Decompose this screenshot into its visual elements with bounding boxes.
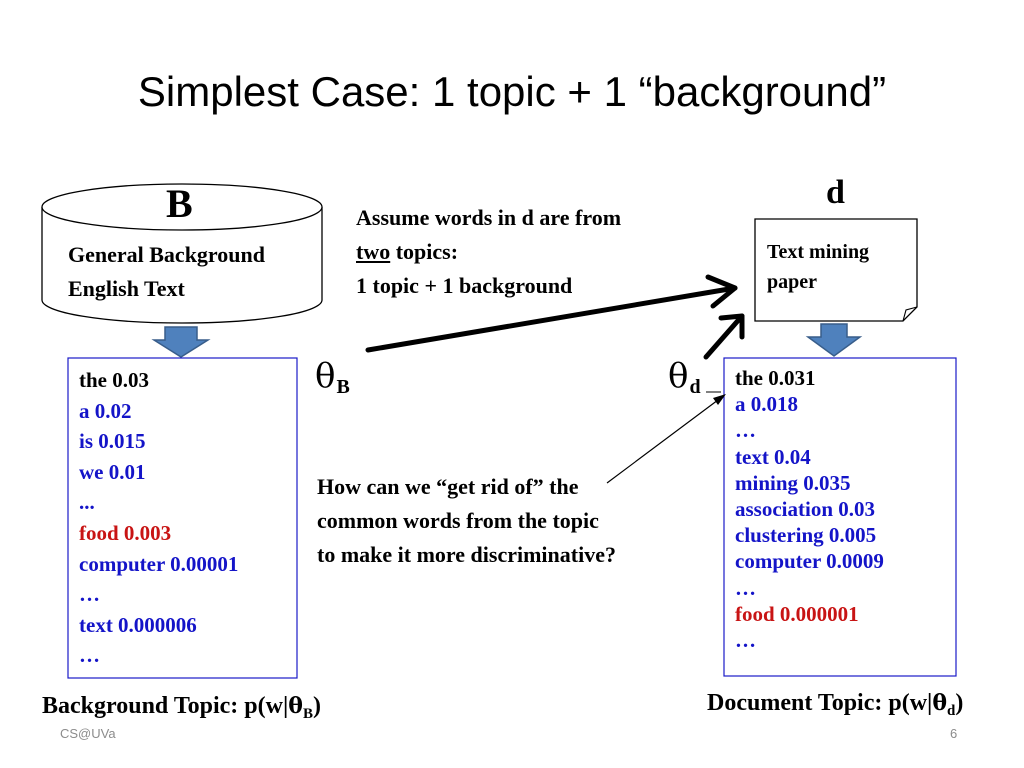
background-word-box — [67, 357, 298, 679]
background-word-row: text 0.000006 — [79, 612, 197, 637]
document-word-row: … — [735, 575, 756, 600]
document-word-row: the 0.031 — [735, 366, 816, 390]
document-word-row: computer 0.0009 — [735, 549, 884, 574]
document-caption-sub: d — [947, 703, 956, 719]
background-word-row: we 0.01 — [79, 459, 146, 484]
document-topic-caption: Document Topic: p(w|θd) — [707, 690, 963, 720]
background-word-row: ... — [79, 490, 95, 515]
background-word-list: the 0.03 a 0.02 is 0.015 we 0.01... food 0.0… — [79, 365, 238, 671]
slide-title: Simplest Case: 1 topic + 1 “background” — [137, 68, 887, 115]
document-word-row: mining 0.035 — [735, 470, 851, 495]
document-caption-prefix: Document Topic: p(w| — [707, 690, 933, 716]
page-number: 6 — [950, 726, 958, 741]
document-label: d — [826, 174, 845, 211]
background-word-row: … — [79, 643, 100, 668]
theta-d-symbol: θ — [668, 356, 689, 396]
document-word-row: food 0.000001 — [735, 601, 859, 626]
document-word-row: … — [735, 418, 756, 443]
theta-b-arrow — [365, 274, 738, 353]
background-word-row: … — [79, 582, 100, 607]
background-caption-theta: θ — [288, 693, 303, 719]
background-topic-caption: Background Topic: p(w|θB) — [42, 693, 321, 723]
theta-b-label: θB — [315, 356, 350, 399]
assumption-line2-rest: topics: — [390, 239, 459, 264]
theta-d-subscript: d — [689, 376, 701, 398]
document-word-row: a 0.018 — [735, 392, 798, 417]
document-down-arrow — [805, 323, 863, 357]
theta-b-subscript: B — [336, 376, 350, 398]
background-label: B — [166, 181, 193, 226]
document-caption-suffix: ) — [955, 690, 964, 716]
background-text-line1: General Background — [68, 242, 266, 267]
background-caption-suffix: ) — [312, 693, 321, 719]
document-caption-theta: θ — [932, 690, 947, 716]
background-down-arrow — [151, 326, 211, 358]
document-word-box — [723, 357, 957, 677]
question-line2: common words from the topic — [317, 508, 599, 533]
background-word-row: a 0.02 — [79, 398, 132, 423]
background-cylinder — [41, 183, 323, 324]
document-word-row: … — [735, 628, 756, 653]
assumption-line1: Assume words in d are from — [356, 205, 622, 230]
background-word-row: computer 0.00001 — [79, 551, 239, 576]
question-pointer-arrow — [606, 394, 726, 484]
document-text-line2: paper — [767, 271, 817, 293]
theta-d-label: θd — [668, 356, 701, 399]
document-word-row: clustering 0.005 — [735, 523, 877, 548]
background-text-line2: English Text — [68, 276, 185, 301]
document-note-shape — [754, 218, 918, 322]
assumption-line3: 1 topic + 1 background — [356, 273, 573, 298]
background-caption-sub: B — [302, 706, 313, 722]
theta-b-symbol: θ — [315, 356, 336, 396]
background-word-row: the 0.03 — [79, 368, 149, 392]
background-word-row: is 0.015 — [79, 429, 146, 454]
assumption-line2: two topics: — [356, 235, 458, 269]
footer-course: CS@UVa — [60, 726, 116, 741]
document-word-row: text 0.04 — [735, 444, 811, 469]
assumption-underlined-word: two — [356, 239, 391, 264]
theta-d-arrow — [703, 313, 745, 360]
background-caption-prefix: Background Topic: p(w| — [42, 693, 289, 719]
question-line3: to make it more discriminative? — [317, 542, 616, 567]
question-line1: How can we “get rid of” the — [317, 474, 579, 499]
document-text-line1: Text mining — [767, 241, 870, 263]
document-word-row: association 0.03 — [735, 497, 876, 522]
background-word-row: food 0.003 — [79, 520, 172, 545]
